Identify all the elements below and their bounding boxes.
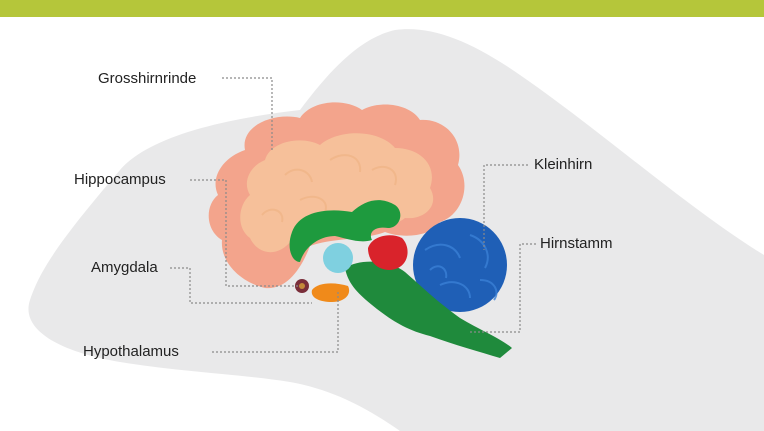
label-amygdala: Amygdala	[91, 259, 158, 277]
label-kleinhirn: Kleinhirn	[534, 156, 592, 174]
label-hirnstamm: Hirnstamm	[540, 235, 613, 253]
label-hippocampus: Hippocampus	[74, 171, 166, 189]
hippocampus-structure	[323, 243, 353, 273]
label-grosshirnrinde: Grosshirnrinde	[98, 70, 196, 88]
label-hypothalamus: Hypothalamus	[83, 343, 179, 361]
hypothalamus-structure	[312, 283, 349, 302]
